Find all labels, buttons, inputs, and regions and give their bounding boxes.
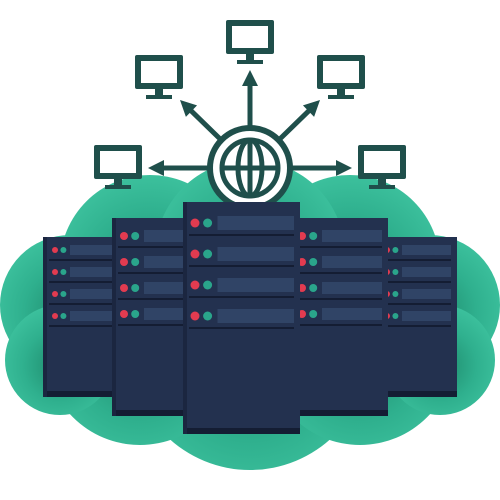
status-led-teal [392,247,399,253]
status-led-teal [60,269,67,275]
server-slot [189,216,294,236]
monitor-group [94,20,406,189]
server-rack-icon [290,218,388,416]
server-slot [49,311,119,327]
server-rack-icon [43,237,125,397]
server-slot [189,247,294,267]
network-arrow [180,100,223,142]
server-slot [189,278,294,298]
server-group [43,202,457,434]
globe-icon [207,125,293,211]
status-led-teal [60,313,67,319]
status-led-teal [203,311,213,321]
status-led-red [190,249,200,259]
status-led-teal [131,232,140,240]
server-slot [49,289,119,305]
status-led-red [190,311,200,321]
status-led-teal [131,258,140,266]
status-led-teal [60,291,67,297]
monitor-icon [94,145,142,189]
status-led-red [52,291,58,297]
network-arrow [277,100,320,142]
status-led-teal [392,269,399,275]
status-led-red [120,232,128,240]
server-slot [189,309,294,329]
server-rack-icon [183,202,300,434]
status-led-red [120,258,128,266]
status-led-teal [203,249,213,259]
status-led-red [120,310,128,318]
server-slot [296,256,382,274]
network-arrows [148,70,352,176]
status-led-teal [203,218,213,228]
status-led-red [120,284,128,292]
status-led-teal [131,310,140,318]
network-arrow [242,70,258,129]
server-slot [49,245,119,261]
server-slot [296,308,382,326]
status-led-teal [309,232,318,240]
status-led-teal [309,284,318,292]
monitor-icon [135,55,183,99]
status-led-teal [203,280,213,290]
status-led-teal [392,291,399,297]
status-led-teal [392,313,399,319]
server-slot [49,267,119,283]
monitor-icon [358,145,406,189]
server-rack-icon [375,237,457,397]
status-led-teal [309,258,318,266]
status-led-red [52,313,58,319]
status-led-red [190,280,200,290]
server-slot [296,282,382,300]
status-led-red [52,247,58,253]
network-arrow [148,160,211,176]
status-led-teal [60,247,67,253]
status-led-red [52,269,58,275]
status-led-teal [131,284,140,292]
monitor-icon [226,20,274,64]
status-led-red [190,218,200,228]
monitor-icon [317,55,365,99]
status-led-teal [309,310,318,318]
network-arrow [289,160,352,176]
